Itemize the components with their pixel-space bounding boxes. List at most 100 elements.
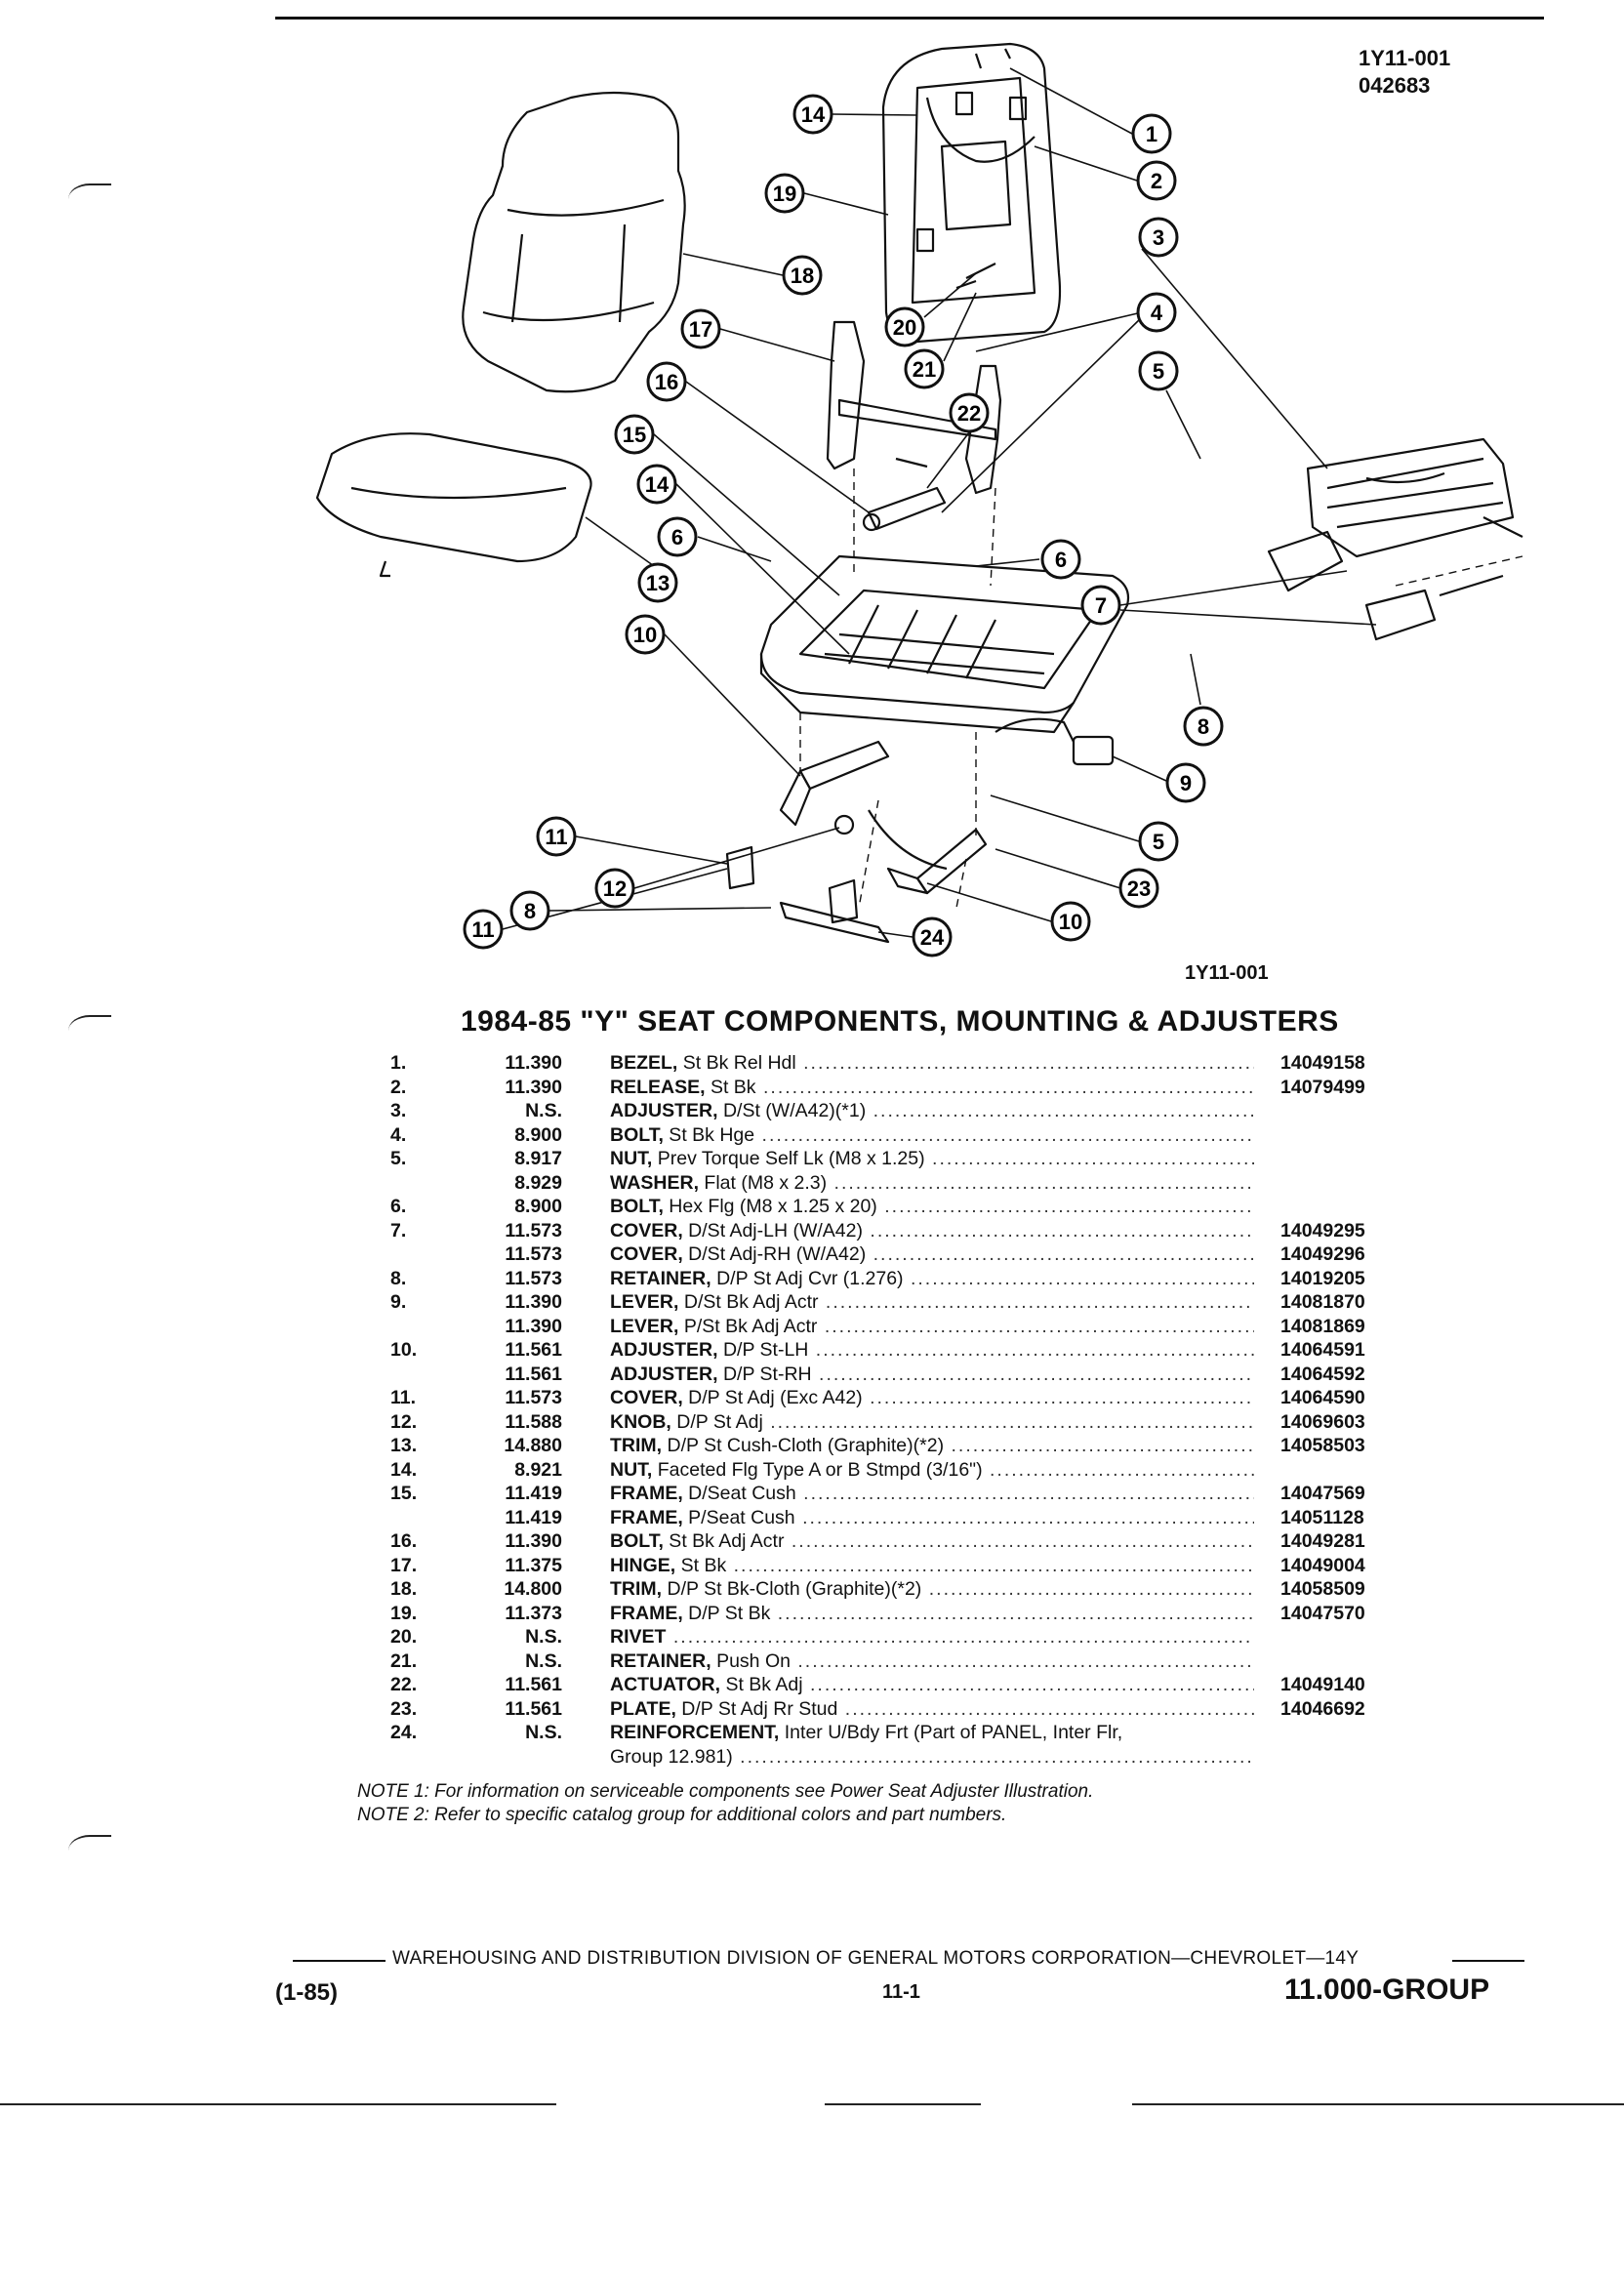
part-description: COVER, D/St Adj-RH (W/A42) .............… xyxy=(610,1243,1254,1266)
callout-circle xyxy=(884,306,925,347)
part-row: Group 12.981) ..........................… xyxy=(390,1746,1405,1771)
leader-dots: ........................................… xyxy=(819,1363,1254,1385)
note-2: NOTE 2: Refer to specific catalog group … xyxy=(357,1805,1007,1825)
callout-15: 15 xyxy=(614,414,655,455)
callout-circle xyxy=(1050,901,1091,942)
footer-group: 11.000-GROUP xyxy=(1284,1974,1490,2006)
seat-adjuster-track-drawing xyxy=(779,740,988,895)
page-title: 1984-85 "Y" SEAT COMPONENTS, MOUNTING & … xyxy=(461,1005,1339,1038)
part-catalog-number: 14049158 xyxy=(1280,1052,1365,1074)
callout-number: 1 xyxy=(1146,122,1157,146)
callout-10: 10 xyxy=(625,614,666,655)
part-catalog-number: 14058509 xyxy=(1280,1578,1365,1600)
part-number-index: 23. xyxy=(390,1697,418,1720)
callout-number: 11 xyxy=(545,825,567,849)
part-catalog-number: 14064592 xyxy=(1280,1363,1365,1385)
part-name: LEVER, xyxy=(610,1291,679,1313)
part-group-code: 11.419 xyxy=(505,1506,562,1528)
callout-circle xyxy=(625,614,666,655)
part-detail: D/P St Adj Rr Stud xyxy=(675,1697,838,1720)
part-detail: Inter U/Bdy Frt (Part of PANEL, Inter Fl… xyxy=(779,1722,1123,1743)
part-description: COVER, D/St Adj-LH (W/A42) .............… xyxy=(610,1220,1254,1242)
part-group-code: 11.573 xyxy=(505,1387,562,1408)
seat-back-trim-drawing xyxy=(462,91,686,393)
part-catalog-number: 14064590 xyxy=(1280,1387,1365,1408)
part-catalog-number: 14079499 xyxy=(1280,1076,1365,1098)
leader-dots: ........................................… xyxy=(733,1554,1254,1576)
leader-dots: ........................................… xyxy=(761,1123,1254,1146)
leader-dots: ........................................… xyxy=(870,1387,1254,1408)
part-detail: Hex Flg (M8 x 1.25 x 20) xyxy=(663,1196,877,1217)
leader-dots: ........................................… xyxy=(989,1458,1254,1481)
part-row: 21.N.S.RETAINER, Push On ...............… xyxy=(390,1650,1405,1675)
part-detail: Faceted Flg Type A or B Stmpd (3/16") xyxy=(652,1458,983,1481)
callout-circle xyxy=(536,816,577,857)
leader-dots: ........................................… xyxy=(762,1076,1254,1098)
leader-dots: ........................................… xyxy=(824,1315,1254,1337)
part-number-index: 6. xyxy=(390,1196,407,1217)
callout-number: 15 xyxy=(623,423,646,447)
part-number-index: 10. xyxy=(390,1339,418,1361)
part-catalog-number: 14047569 xyxy=(1280,1483,1365,1504)
bottom-rule xyxy=(0,2103,556,2105)
part-name: PLATE, xyxy=(610,1697,676,1720)
punch-hole-mark xyxy=(68,1015,111,1046)
callout-circle xyxy=(1118,868,1159,909)
part-number-index: 19. xyxy=(390,1602,418,1624)
callout-8: 8 xyxy=(509,890,550,931)
part-description: WASHER, Flat (M8 x 2.3) ................… xyxy=(610,1172,1254,1195)
part-detail: D/St (W/A42)(*1) xyxy=(717,1100,867,1121)
part-description: NUT, Faceted Flg Type A or B Stmpd (3/16… xyxy=(610,1459,1254,1482)
part-name: COVER, xyxy=(610,1219,683,1242)
leader-dots: ........................................… xyxy=(932,1148,1254,1169)
callout-circle xyxy=(782,255,823,296)
part-catalog-number: 14049140 xyxy=(1280,1674,1365,1695)
callout-number: 14 xyxy=(801,102,826,127)
top-rule xyxy=(275,17,1544,20)
part-number-index: 17. xyxy=(390,1554,418,1576)
callout-1: 1 xyxy=(1131,113,1172,154)
callout-circle xyxy=(792,94,833,135)
part-detail: D/P St-LH xyxy=(717,1339,809,1361)
part-detail: Group 12.981) xyxy=(610,1745,733,1768)
callout-circle xyxy=(1138,821,1179,862)
footer-rule-right xyxy=(1452,1960,1524,1962)
part-group-code: 11.419 xyxy=(505,1483,562,1504)
seat-back-frame-drawing xyxy=(881,42,1062,344)
leader-dots: ........................................… xyxy=(803,1483,1254,1504)
part-group-code: 11.561 xyxy=(505,1674,562,1695)
part-description: ADJUSTER, D/P St-RH ....................… xyxy=(610,1364,1254,1386)
part-detail: D/St Bk Adj Actr xyxy=(678,1291,819,1313)
part-name: HINGE, xyxy=(610,1554,676,1576)
part-catalog-number: 14081870 xyxy=(1280,1291,1365,1313)
callout-6: 6 xyxy=(1040,539,1081,580)
callout-19: 19 xyxy=(764,173,805,214)
part-number-index: 7. xyxy=(390,1219,407,1242)
callout-11: 11 xyxy=(536,816,577,857)
part-description: TRIM, D/P St Bk-Cloth (Graphite)(*2) ...… xyxy=(610,1578,1254,1601)
part-number-index: 15. xyxy=(390,1483,418,1504)
part-name: LEVER, xyxy=(610,1315,679,1337)
part-name: REINFORCEMENT, xyxy=(610,1722,780,1743)
figure-code: 1Y11-001 xyxy=(1185,962,1269,984)
part-group-code: 11.573 xyxy=(505,1267,562,1289)
illustration-code: 1Y11-001 xyxy=(1359,46,1451,70)
part-row: 24.N.S.REINFORCEMENT, Inter U/Bdy Frt (P… xyxy=(390,1722,1405,1746)
part-group-code: 11.561 xyxy=(505,1339,562,1361)
part-group-code: 11.390 xyxy=(505,1315,562,1337)
part-description: TRIM, D/P St Cush-Cloth (Graphite)(*2) .… xyxy=(610,1435,1254,1457)
callout-number: 22 xyxy=(957,401,981,426)
hinge-drawing xyxy=(826,320,1002,495)
part-description: RETAINER, D/P St Adj Cvr (1.276) .......… xyxy=(610,1268,1254,1290)
part-number-index: 4. xyxy=(390,1123,407,1146)
part-name: ADJUSTER, xyxy=(610,1339,718,1361)
